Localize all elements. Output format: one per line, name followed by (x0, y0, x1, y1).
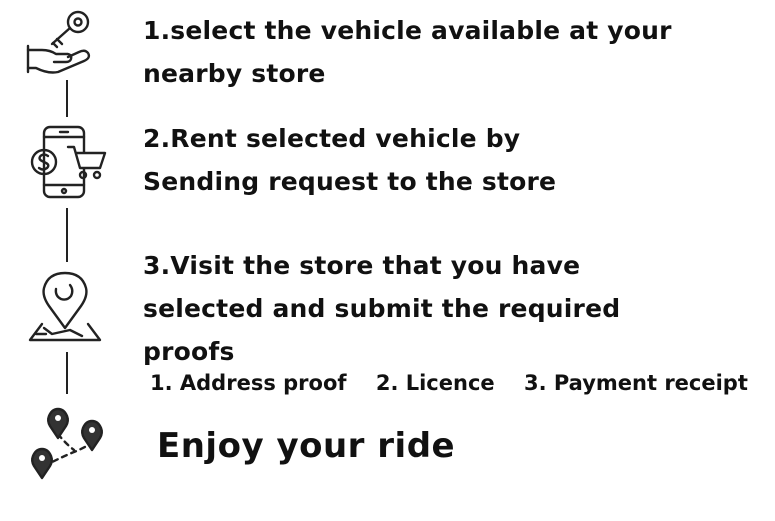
proof-item-address: 1. Address proof (150, 371, 347, 395)
hand-holding-key-icon (26, 10, 91, 74)
route-pins-icon (31, 407, 103, 480)
connector-line (66, 208, 68, 262)
proofs-list: 1. Address proof 2. Licence 3. Payment r… (150, 368, 770, 398)
step-2-line-2: Sending request to the store (143, 167, 557, 196)
phone-payment-cart-icon (30, 125, 107, 199)
step-2-line-1: 2.Rent selected vehicle by (143, 124, 521, 153)
proof-item-receipt: 3. Payment receipt (523, 371, 748, 395)
proof-item-licence: 2. Licence (375, 371, 495, 395)
connector-line (66, 352, 68, 394)
step-3-line-2: selected and submit the required (143, 294, 621, 323)
step-1-line-2: nearby store (143, 59, 326, 88)
step-2-text: 2.Rent selected vehicle by Sending reque… (143, 117, 556, 203)
step-1-line-1: 1.select the vehicle available at your (143, 16, 672, 45)
step-1-text: 1.select the vehicle available at your n… (143, 9, 672, 95)
map-pin-icon (28, 271, 102, 342)
step-3-line-3: proofs (143, 337, 235, 366)
final-step-text: Enjoy your ride (157, 426, 456, 466)
step-3-text: 3.Visit the store that you have selected… (143, 244, 620, 373)
step-3-line-1: 3.Visit the store that you have (143, 251, 581, 280)
connector-line (66, 80, 68, 117)
